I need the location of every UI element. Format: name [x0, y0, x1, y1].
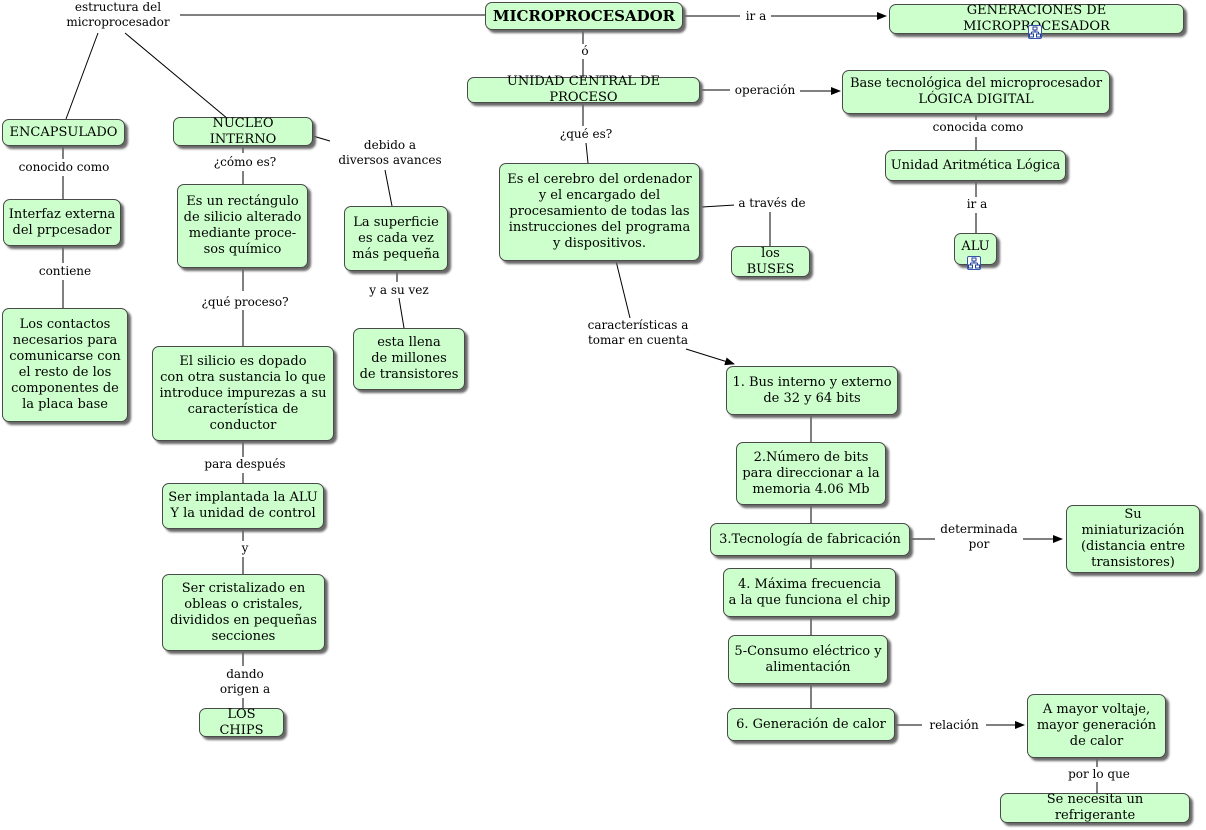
concept-cristalizado[interactable]: Ser cristalizado en obleas o cristales, … [162, 574, 325, 651]
concept-cerebro[interactable]: Es el cerebro del ordenador y el encarga… [499, 163, 700, 261]
link-label-caracteristicas: características a tomar en cuenta [580, 318, 696, 348]
concept-bus-interno[interactable]: 1. Bus interno y externo de 32 y 64 bits [726, 366, 898, 415]
link-label-debido-a: debido a diversos avances [330, 138, 450, 168]
concept-map-link-icon[interactable] [967, 256, 981, 270]
link-label-dando-origen: dando origen a [210, 667, 280, 697]
concept-transistores[interactable]: esta llena de millones de transistores [353, 328, 465, 390]
link-label-contiene: contiene [33, 264, 97, 279]
concept-contactos[interactable]: Los contactos necesarios para comunicars… [2, 308, 128, 422]
concept-rectangulo[interactable]: Es un rectángulo de silicio alterado med… [177, 184, 308, 268]
link-label-ir-a-alu: ir a [960, 197, 994, 212]
link-label-y: y [235, 541, 255, 556]
link-label-como-es: ¿cómo es? [207, 155, 283, 170]
link-label-relacion: relación [922, 718, 986, 733]
link-label-determinada-por: determinada por [935, 522, 1023, 552]
concept-miniaturizacion[interactable]: Su miniaturización (distancia entre tran… [1066, 505, 1200, 573]
concept-nucleo[interactable]: NUCLEO INTERNO [173, 116, 313, 147]
concept-interfaz[interactable]: Interfaz externa del prpcesador [3, 199, 121, 246]
link-label-o: ó [576, 44, 594, 59]
concept-encapsulado[interactable]: ENCAPSULADO [2, 119, 125, 146]
concept-unidad-central[interactable]: UNIDAD CENTRAL DE PROCESO [467, 74, 700, 105]
concept-dopado[interactable]: El silicio es dopado con otra sustancia … [152, 346, 334, 441]
link-label-conocido-como: conocido como [12, 160, 116, 175]
concept-microprocesador[interactable]: MICROPROCESADOR [485, 2, 683, 30]
concept-refrigerante[interactable]: Se necesita un refrigerante [1000, 792, 1190, 823]
link-label-conocida-como: conocida como [926, 120, 1030, 135]
concept-map-link-icon[interactable] [1028, 25, 1042, 39]
concept-voltaje[interactable]: A mayor voltaje, mayor generación de cal… [1027, 694, 1166, 758]
concept-los-chips[interactable]: LOS CHIPS [199, 707, 284, 738]
concept-unidad-aritmetica[interactable]: Unidad Aritmética Lógica [885, 150, 1066, 181]
concept-consumo[interactable]: 5-Consumo eléctrico y alimentación [728, 635, 888, 684]
concept-buses[interactable]: los BUSES [731, 246, 810, 277]
link-label-ir-a-generaciones: ir a [741, 9, 771, 24]
concept-numero-bits[interactable]: 2.Número de bits para direccionar a la m… [736, 442, 886, 505]
concept-generaciones[interactable]: GENERACIONES DE MICROPROCESADOR [889, 3, 1184, 34]
link-label-a-traves-de: a través de [734, 196, 810, 211]
link-label-que-proceso: ¿qué proceso? [195, 295, 295, 310]
concept-generacion-calor[interactable]: 6. Generación de calor [727, 708, 895, 741]
link-label-por-lo-que: por lo que [1058, 767, 1140, 782]
link-label-estructura: estructura del microprocesador [56, 0, 180, 30]
link-label-y-a-su-vez: y a su vez [363, 283, 435, 298]
concept-frecuencia[interactable]: 4. Máxima frecuencia a la que funciona e… [723, 568, 896, 617]
concept-base-tecnologica[interactable]: Base tecnológica del microprocesador LÓG… [842, 70, 1110, 114]
link-label-para-despues: para después [198, 457, 292, 472]
concept-implantada[interactable]: Ser implantada la ALU Y la unidad de con… [162, 483, 324, 529]
concept-tecnologia[interactable]: 3.Tecnología de fabricación [710, 523, 910, 556]
concept-superficie[interactable]: La superficie es cada vez más pequeña [344, 206, 448, 271]
link-label-operacion: operación [730, 83, 800, 98]
link-label-que-es: ¿qué es? [551, 127, 621, 142]
